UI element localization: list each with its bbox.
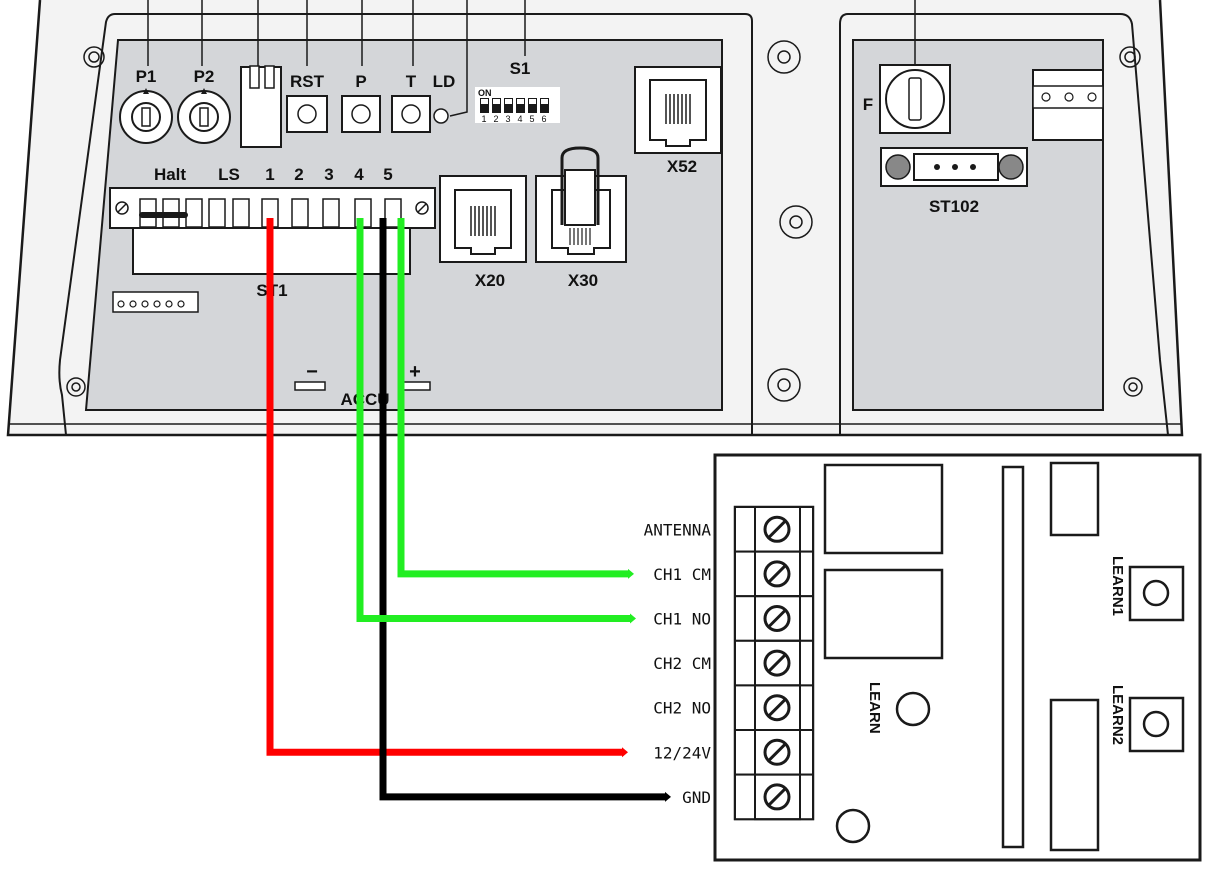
terminal-screw-slot: [767, 609, 787, 628]
label-x20: X20: [475, 271, 505, 290]
label-accu-plus: +: [409, 361, 421, 383]
wires: [266, 218, 671, 802]
label-terminal-5: 5: [383, 165, 392, 184]
terminal-screw-slot: [767, 564, 787, 583]
learn2-button[interactable]: [1128, 696, 1185, 753]
wire-red: [266, 218, 622, 756]
label-learn2: LEARN2: [1109, 685, 1126, 745]
terminal-screw-slot: [767, 654, 787, 673]
terminal-screw-slot: [767, 698, 787, 717]
dip-number-2: 2: [493, 114, 498, 124]
terminal-label-antenna: ANTENNA: [644, 520, 712, 539]
terminal-label-gnd: GND: [682, 788, 711, 807]
label-terminal-3: 3: [324, 165, 333, 184]
label-f: F: [863, 95, 873, 114]
label-terminal-1: 1: [265, 165, 274, 184]
st102-connector: [880, 147, 1028, 187]
label-x30: X30: [568, 271, 598, 290]
label-learn: LEARN: [866, 682, 883, 734]
potentiometer-p1[interactable]: [119, 88, 173, 144]
jumper-connector: [240, 65, 282, 148]
label-ls: LS: [218, 165, 240, 184]
label-s1: S1: [510, 59, 531, 78]
terminal-label-ch2-no: CH2 NO: [653, 699, 711, 718]
potentiometer-p2[interactable]: [177, 88, 231, 144]
receiver-terminal-frame: [754, 773, 801, 821]
learn1-button[interactable]: [1128, 565, 1185, 622]
terminal-screw-slot: [767, 787, 787, 806]
wire-end-green-a: [630, 613, 636, 624]
terminal-screw-slot: [767, 520, 787, 539]
label-accu-minus: −: [306, 361, 318, 383]
ld-led: [433, 108, 449, 124]
mount-hole: [835, 808, 871, 844]
terminal-label-ch1-cm: CH1 CM: [653, 565, 711, 584]
label-accu: ACCU: [340, 390, 389, 409]
x20-jack[interactable]: [439, 175, 527, 263]
terminal-block-st1: [109, 187, 436, 275]
label-p: P: [355, 72, 366, 91]
learn-led: [895, 691, 931, 727]
label-terminal-2: 2: [294, 165, 303, 184]
dip-number-3: 3: [505, 114, 510, 124]
three-pin-terminal: [1032, 69, 1104, 141]
wire-end-red: [622, 747, 628, 758]
label-st102: ST102: [929, 197, 979, 216]
label-x52: X52: [667, 157, 697, 176]
receiver-terminal-block: [734, 506, 814, 821]
dip-on-label: ON: [478, 88, 492, 98]
dip-number-1: 1: [481, 114, 486, 124]
label-halt: Halt: [154, 165, 186, 184]
label-p1: P1: [136, 67, 157, 86]
p-button[interactable]: [341, 95, 381, 133]
label-p2: P2: [194, 67, 215, 86]
label-learn1: LEARN1: [1109, 556, 1126, 616]
leader-lines: [147, 0, 916, 117]
terminal-label-ch2-cm: CH2 CM: [653, 654, 711, 673]
x30-jack[interactable]: [535, 146, 627, 263]
terminal-label-ch1-no: CH1 NO: [653, 610, 711, 629]
receiver-terminal-labels: ANTENNA CH1 CM CH1 NO CH2 CM CH2 NO 12/24V GND: [644, 520, 712, 807]
dip-number-4: 4: [517, 114, 522, 124]
rst-button[interactable]: [286, 95, 328, 133]
label-terminal-4: 4: [354, 165, 364, 184]
terminal-screw-slot: [767, 743, 787, 762]
receiver-board: LEARN1 LEARN2 LEARN: [713, 453, 1202, 862]
dip-number-6: 6: [541, 114, 546, 124]
label-rst: RST: [290, 72, 325, 91]
dip-switch-s1[interactable]: [475, 87, 560, 123]
six-pin-connector: [112, 291, 199, 313]
wire-end-green-b: [628, 568, 634, 579]
dip-number-5: 5: [529, 114, 534, 124]
terminal-label-12-24v: 12/24V: [653, 743, 711, 762]
x52-jack[interactable]: [634, 66, 722, 154]
wire-green-b: [397, 218, 628, 578]
t-button[interactable]: [391, 95, 431, 133]
wire-end-black: [665, 791, 671, 802]
label-ld: LD: [433, 72, 456, 91]
fuse-holder[interactable]: [879, 64, 951, 134]
wire-green-a: [356, 218, 630, 622]
wire-black: [379, 218, 665, 801]
label-t: T: [406, 72, 417, 91]
